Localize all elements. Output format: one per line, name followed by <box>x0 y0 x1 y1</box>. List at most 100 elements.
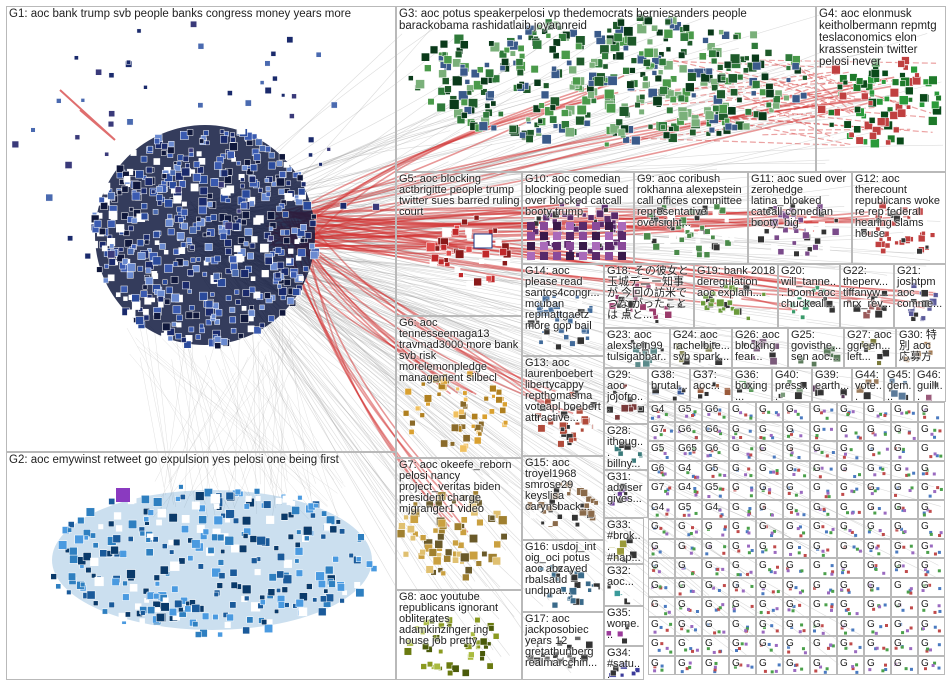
small-cluster-label: G <box>840 521 848 532</box>
node <box>123 296 128 301</box>
node <box>873 511 877 515</box>
small-cluster: G <box>891 597 918 617</box>
node <box>137 251 146 260</box>
node <box>882 472 886 476</box>
group-label: G32: aoc... <box>607 565 634 588</box>
node <box>798 591 802 595</box>
node <box>759 507 763 511</box>
edge <box>157 372 236 503</box>
node <box>872 607 876 611</box>
node <box>901 508 905 512</box>
node <box>761 410 765 414</box>
node <box>746 625 750 629</box>
node <box>764 525 768 529</box>
node <box>689 551 693 555</box>
node <box>869 549 873 553</box>
node <box>798 630 802 634</box>
node <box>776 413 780 417</box>
node <box>929 455 933 459</box>
node <box>660 664 664 668</box>
node <box>760 447 764 451</box>
node <box>237 237 245 244</box>
small-cluster-label: G <box>921 443 929 454</box>
small-cluster: G <box>810 441 837 461</box>
node <box>749 494 753 498</box>
node <box>651 603 655 607</box>
node <box>825 667 829 671</box>
edge <box>260 350 344 484</box>
node <box>775 629 779 633</box>
small-cluster: G <box>648 655 675 675</box>
node <box>870 447 874 451</box>
group-g45: G45: dem... <box>884 368 914 402</box>
edge <box>227 249 734 653</box>
group-g35: G35: wome... <box>604 606 644 646</box>
node <box>789 448 793 452</box>
node <box>664 612 668 616</box>
small-cluster: G <box>837 460 864 480</box>
node <box>655 513 659 517</box>
group-label: G16: usdoj_int oig_oci potus aoc abzayed… <box>525 541 599 597</box>
node <box>182 201 187 207</box>
node <box>656 410 660 414</box>
node <box>170 276 179 284</box>
edge-red <box>630 80 893 92</box>
small-cluster: G <box>756 558 783 578</box>
edge <box>171 359 196 506</box>
node <box>762 436 766 440</box>
small-cluster: G <box>891 616 918 636</box>
node <box>777 663 781 667</box>
node <box>718 429 722 433</box>
edge <box>139 357 166 496</box>
node <box>199 291 208 301</box>
small-cluster-label: G <box>678 657 686 669</box>
group-g40: G40: press... <box>772 368 812 402</box>
small-cluster: G <box>729 655 756 675</box>
node <box>706 623 710 627</box>
small-cluster-label: G <box>894 638 902 649</box>
small-cluster-label: G <box>813 482 821 493</box>
node <box>695 490 699 494</box>
node <box>761 489 765 493</box>
small-cluster: G <box>810 519 837 539</box>
node <box>735 468 739 472</box>
small-cluster-label: G <box>759 443 767 454</box>
group-g16: G16: usdoj_int oig_oci potus aoc abzayed… <box>522 540 604 612</box>
edge <box>229 342 282 506</box>
node <box>776 590 780 594</box>
node <box>718 508 722 512</box>
edge <box>270 349 288 481</box>
node <box>895 550 899 554</box>
small-cluster-label: G <box>732 443 740 454</box>
small-cluster-label: G <box>705 521 713 532</box>
edge <box>205 355 254 508</box>
node <box>905 411 909 415</box>
node <box>821 553 825 557</box>
small-cluster: G <box>729 616 756 636</box>
small-cluster: G <box>783 499 810 519</box>
small-cluster-label: G <box>678 618 686 630</box>
node <box>923 415 927 419</box>
edge <box>183 356 249 508</box>
edge <box>147 347 328 508</box>
small-cluster: G <box>918 597 945 617</box>
node <box>799 416 803 420</box>
node <box>230 327 237 334</box>
node <box>926 508 930 512</box>
node <box>141 203 148 210</box>
edge <box>135 337 309 520</box>
group-label: G35: wome... <box>607 607 640 641</box>
node <box>841 566 845 570</box>
edge <box>221 354 267 518</box>
node <box>787 650 791 654</box>
small-cluster: G <box>675 577 702 597</box>
group-label: G15: aoc troyel1968 smrose29 keyslisa ca… <box>525 457 590 513</box>
small-cluster-label: G <box>921 501 929 513</box>
node <box>840 626 844 630</box>
small-cluster: G <box>837 616 864 636</box>
node <box>787 491 791 495</box>
edge-red <box>632 137 845 146</box>
small-cluster: G <box>756 421 783 441</box>
small-cluster: G <box>783 480 810 500</box>
edge-red <box>290 206 560 238</box>
